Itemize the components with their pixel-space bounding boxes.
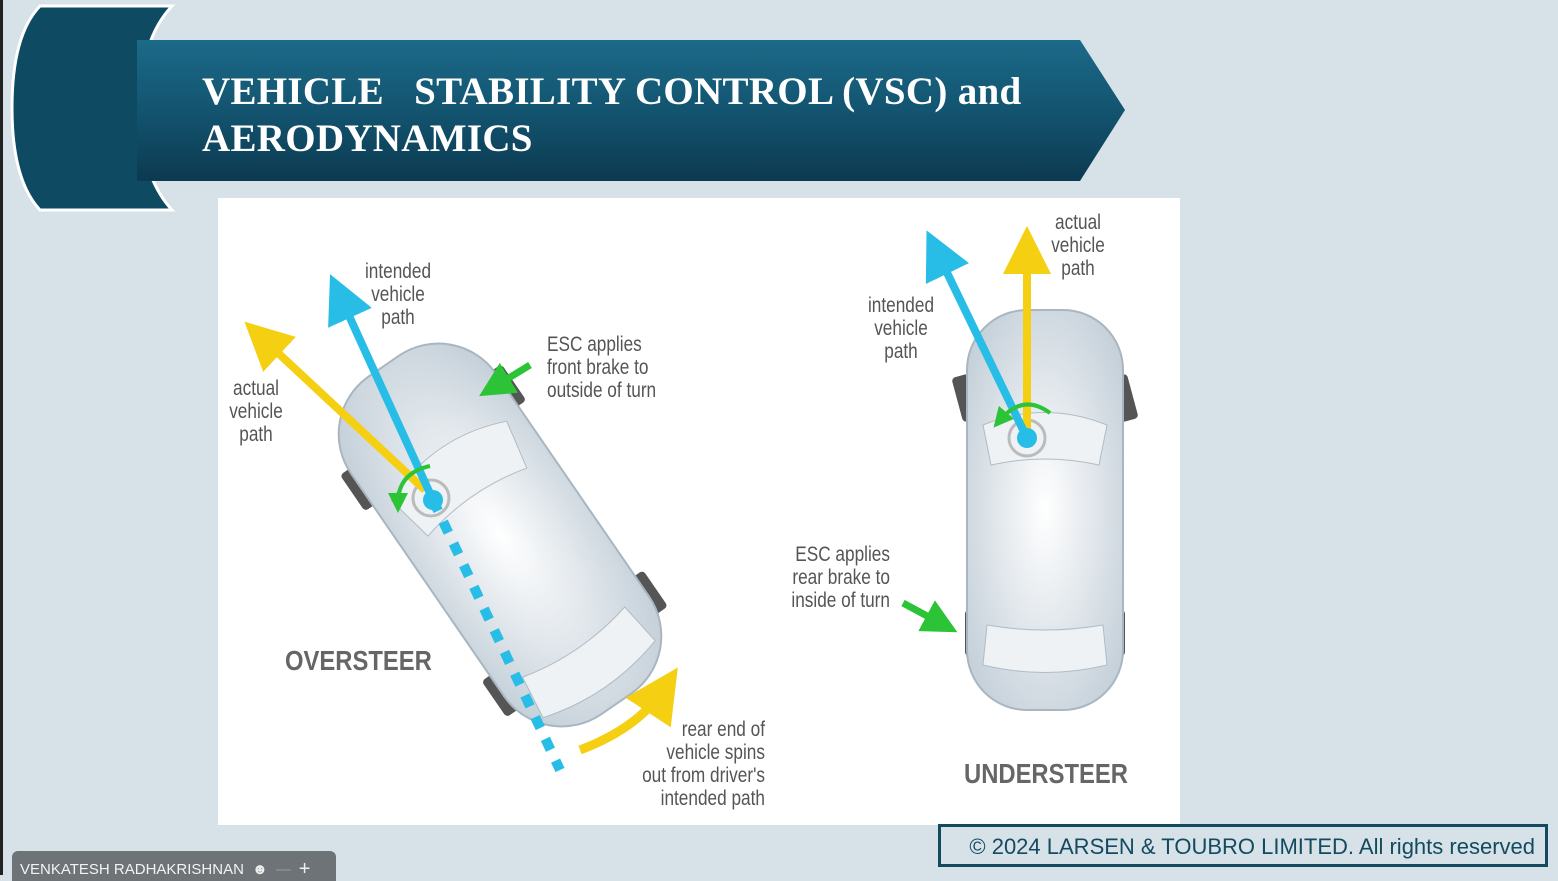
zoom-in-button[interactable]: + bbox=[298, 857, 311, 880]
zoom-out-button[interactable]: — bbox=[275, 860, 291, 878]
oversteer-actual-arrow bbox=[244, 321, 428, 493]
oversteer-intended-arrow bbox=[328, 274, 437, 502]
understeer-heading: UNDERSTEER bbox=[964, 758, 1128, 789]
understeer-intended-label: intended vehicle path bbox=[867, 294, 935, 363]
oversteer-actual-label: actual vehicle path bbox=[229, 377, 283, 446]
presenter-name: VENKATESH RADHAKRISHNAN bbox=[20, 860, 244, 878]
rear-spin-arrow bbox=[578, 667, 678, 755]
oversteer-heading: OVERSTEER bbox=[285, 645, 432, 676]
window-edge bbox=[0, 0, 3, 875]
understeer-esc-label: ESC applies rear brake to inside of turn bbox=[791, 543, 890, 612]
slide-title: VEHICLE STABILITY CONTROL (VSC) and AERO… bbox=[202, 70, 1022, 160]
oversteer-intended-label: intended vehicle path bbox=[364, 260, 432, 329]
understeer-rotation-arrow bbox=[993, 402, 1052, 428]
copyright-footer: © 2024 LARSEN & TOUBRO LIMITED. All righ… bbox=[938, 824, 1548, 867]
title-banner bbox=[10, 4, 1125, 212]
understeer-actual-label: actual vehicle path bbox=[1051, 211, 1105, 280]
understeer-car bbox=[952, 309, 1138, 711]
presenter-tag: VENKATESH RADHAKRISHNAN ☻ — + bbox=[12, 851, 336, 881]
oversteer-esc-label: ESC applies front brake to outside of tu… bbox=[547, 333, 657, 402]
oversteer-brake-arrow bbox=[479, 362, 532, 397]
rear-spin-label: rear end of vehicle spins out from drive… bbox=[642, 718, 765, 810]
oversteer-intended-path-dotted bbox=[428, 497, 565, 773]
oversteer-car bbox=[337, 342, 667, 728]
understeer-brake-arrow bbox=[901, 599, 958, 633]
oversteer-rotation-arrow bbox=[388, 464, 431, 513]
participant-help-icon[interactable]: ☻ bbox=[251, 860, 268, 878]
vsc-diagram: intended vehicle path actual vehicle pat… bbox=[218, 198, 1180, 825]
